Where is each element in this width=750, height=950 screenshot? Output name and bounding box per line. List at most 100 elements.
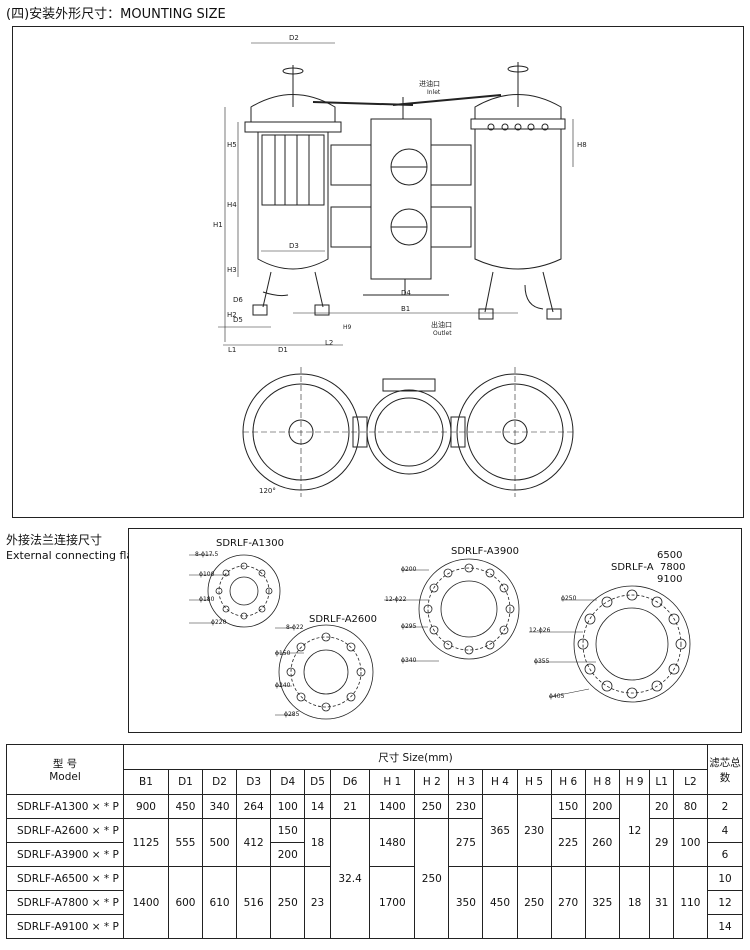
cell: 23 — [304, 866, 331, 939]
a6500-bolt-holes — [577, 589, 687, 699]
flange-a2600-d1: ϕ150 — [275, 650, 291, 657]
flange-a1300-d2: ϕ180 — [199, 596, 215, 603]
col-header: D1 — [167, 769, 204, 795]
flange-a6500-prefix: SDRLF-A — [611, 562, 654, 573]
dim-d1: D1 — [278, 346, 288, 354]
table-row: SDRLF-A6500 × * P 1400 600 610 516 250 2… — [6, 866, 743, 939]
model-cell: SDRLF-A3900 × * P — [6, 842, 124, 867]
table-row: SDRLF-A9100 × * P 14 — [6, 914, 743, 939]
inlet-label-cn: 进油口 — [419, 79, 440, 88]
cell: 516 — [236, 866, 272, 939]
col-header: H 2 — [414, 769, 450, 795]
col-header: H 8 — [584, 769, 620, 795]
cell: 200 — [584, 794, 620, 819]
col-header: D6 — [329, 769, 371, 795]
col-header: H 5 — [516, 769, 552, 795]
a1300-bolt-holes — [215, 562, 273, 620]
dim-h1: H1 — [213, 221, 223, 229]
cell: 450 — [482, 866, 518, 939]
cell: 100 — [672, 818, 709, 867]
dim-h8: H8 — [577, 141, 587, 149]
cell: 250 — [516, 866, 552, 939]
col-header: L1 — [649, 769, 674, 795]
flange-a6500-holes: 12-ϕ26 — [529, 627, 551, 634]
model-cell: SDRLF-A2600 × * P — [6, 818, 124, 843]
cell: 150 — [550, 794, 586, 819]
dim-b1: B1 — [401, 305, 410, 313]
dimension-lines — [218, 42, 574, 346]
flange-a3900-d3: ϕ340 — [401, 657, 417, 664]
flange-a3900-d1: ϕ200 — [401, 566, 417, 573]
cell: 14 — [304, 794, 331, 819]
model-cell: SDRLF-A9100 × * P — [6, 914, 124, 939]
size-table: 型 号 Model 尺寸 Size(mm) 滤芯总数 B1 D1 D2 D3 D… — [6, 744, 743, 939]
cell: 31 — [649, 866, 674, 939]
table-row: SDRLF-A1300 × * P 900 450 340 264 100 14… — [6, 794, 743, 867]
a2600-bolt-holes — [286, 632, 366, 712]
cell: 250 — [414, 818, 450, 939]
outlet-label-cn: 出油口 — [431, 320, 452, 329]
flange-drawings — [189, 554, 691, 720]
cell: 900 — [123, 794, 169, 819]
cell: 18 — [304, 818, 331, 867]
flange-a2600-name: SDRLF-A2600 — [309, 614, 377, 625]
model-header-en: Model — [49, 771, 81, 783]
cell: 412 — [236, 818, 272, 867]
flange-title-cn: 外接法兰连接尺寸 — [6, 533, 103, 547]
cell: 275 — [448, 818, 484, 867]
cell: 230 — [448, 794, 484, 819]
model-cell: SDRLF-A7800 × * P — [6, 890, 124, 915]
col-header: H 9 — [618, 769, 651, 795]
cell: 500 — [202, 818, 238, 867]
cell: 325 — [584, 866, 620, 939]
dim-d3: D3 — [289, 242, 299, 250]
flange-a6500-size-2: 7800 — [660, 562, 686, 573]
dim-d2: D2 — [289, 34, 299, 42]
col-header: D2 — [202, 769, 238, 795]
dim-d6: D6 — [233, 296, 243, 304]
right-filter-housing — [470, 62, 566, 320]
flange-a2600-d2: ϕ240 — [275, 682, 291, 689]
table-row: SDRLF-A7800 × * P 12 — [6, 890, 743, 915]
col-header: D5 — [304, 769, 331, 795]
a3900-bolt-holes — [423, 563, 515, 655]
cell: 225 — [550, 818, 586, 867]
cell: 264 — [236, 794, 272, 819]
cell: 260 — [584, 818, 620, 867]
flange-a6500-d3: ϕ405 — [549, 693, 565, 700]
cell: 610 — [202, 866, 238, 939]
dim-l1: L1 — [228, 346, 236, 354]
dim-d5: D5 — [233, 316, 243, 324]
angle-label: 120° — [259, 487, 276, 495]
dim-h4: H4 — [227, 201, 237, 209]
dim-l2: L2 — [325, 339, 333, 347]
dim-h5: H5 — [227, 141, 237, 149]
cell: 21 — [329, 794, 371, 819]
dim-d4: D4 — [401, 289, 411, 297]
cell: 32.4 — [329, 818, 371, 939]
flange-a1300-d1: ϕ100 — [199, 571, 215, 578]
col-header: H 1 — [369, 769, 416, 795]
cell: 1400 — [123, 866, 169, 939]
cell: 1125 — [123, 818, 169, 867]
elements-header: 滤芯总数 — [707, 744, 743, 795]
flange-a1300-holes: 8-ϕ17.5 — [195, 551, 219, 558]
flange-a3900-name: SDRLF-A3900 — [451, 546, 519, 557]
cell: 20 — [649, 794, 674, 819]
cell: 270 — [550, 866, 586, 939]
cell: 12 — [618, 794, 651, 867]
elements-cell: 4 — [707, 818, 743, 843]
section-title: (四)安装外形尺寸：MOUNTING SIZE — [6, 7, 226, 22]
flange-panel: SDRLF-A1300 8-ϕ17.5 ϕ100 ϕ180 ϕ220 SDRLF… — [128, 528, 742, 733]
flange-a1300-d3: ϕ220 — [211, 619, 227, 626]
elements-cell: 12 — [707, 890, 743, 915]
cell: 18 — [618, 866, 651, 939]
cell: 110 — [672, 866, 709, 939]
flange-a3900-holes: 12-ϕ22 — [385, 596, 407, 603]
cell: 80 — [672, 794, 709, 819]
elements-cell: 6 — [707, 842, 743, 867]
col-header: H 4 — [482, 769, 518, 795]
col-header: B1 — [123, 769, 169, 795]
plan-view — [242, 367, 574, 497]
cell: 1700 — [369, 866, 416, 939]
